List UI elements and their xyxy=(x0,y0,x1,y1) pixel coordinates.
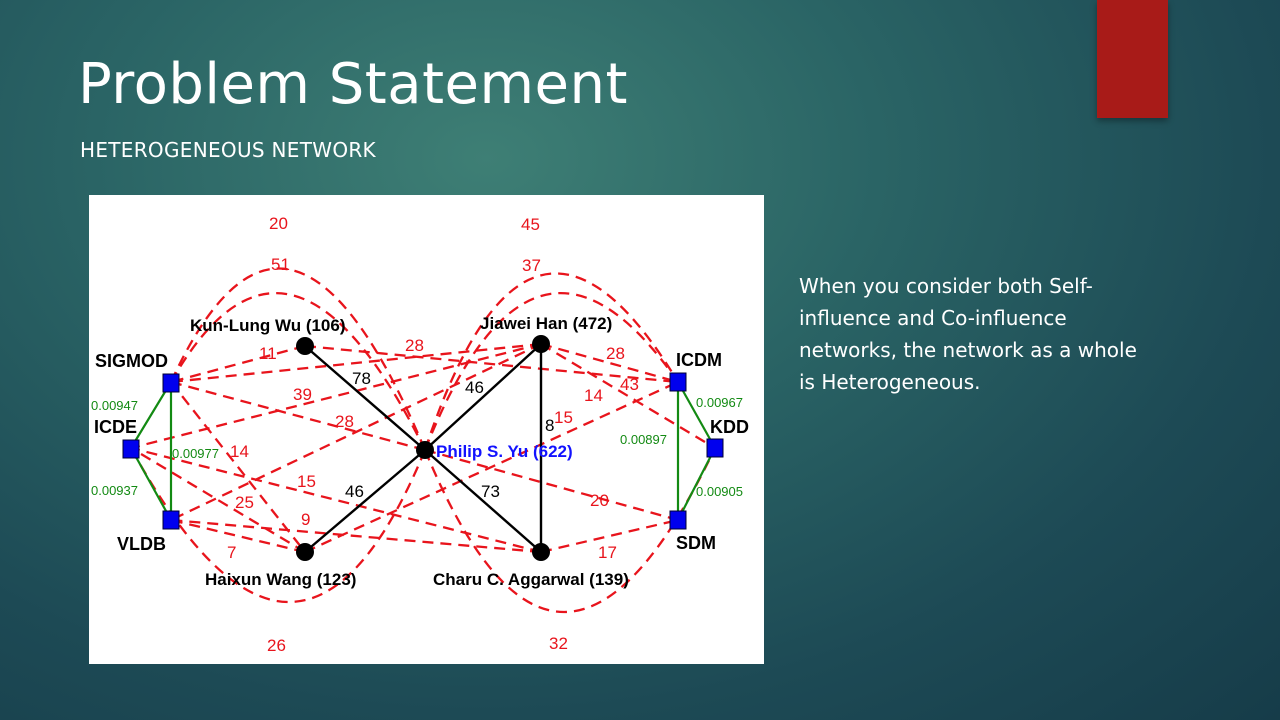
author-label-jiawei: Jiawei Han (472) xyxy=(480,314,612,333)
author-node-philip xyxy=(416,441,434,459)
author-edge-philip-charu xyxy=(424,449,542,553)
venue-node-icde xyxy=(122,439,140,459)
influence-edge xyxy=(540,518,679,554)
influence-weight: 39 xyxy=(293,385,312,404)
venue-edge-weight: 0.00897 xyxy=(620,432,667,447)
venue-label-icdm: ICDM xyxy=(676,350,722,370)
influence-weight: 7 xyxy=(227,543,236,562)
venue-label-sigmod: SIGMOD xyxy=(95,351,168,371)
author-label-kunlung: Kun-Lung Wu (106) xyxy=(190,316,346,335)
influence-edge xyxy=(423,272,679,451)
influence-edge xyxy=(170,342,542,384)
influence-weight: 14 xyxy=(584,386,603,405)
venue-edges xyxy=(130,381,716,521)
venue-edge-weight: 0.00967 xyxy=(696,395,743,410)
influence-edge xyxy=(424,448,679,522)
influence-weight: 43 xyxy=(620,375,639,394)
influence-weight: 51 xyxy=(271,255,290,274)
slide-title: Problem Statement xyxy=(78,52,628,117)
author-node-kunlung xyxy=(296,337,314,355)
venue-edge-icdm-kdd xyxy=(677,381,716,449)
influence-edge xyxy=(170,380,426,452)
venue-edge-icde-vldb xyxy=(130,447,172,521)
influence-edge xyxy=(540,342,679,384)
venue-edge-sigmod-icde xyxy=(130,381,172,449)
slide-body-text: When you consider both Self-influence an… xyxy=(799,274,1137,394)
influence-edge xyxy=(304,380,679,554)
venue-node-icdm xyxy=(669,372,687,392)
venue-label-sdm: SDM xyxy=(676,533,716,553)
slide-subtitle: HETEROGENEOUS NETWORK xyxy=(80,138,376,162)
author-edge-weight: 46 xyxy=(465,378,484,397)
author-edge-kunlung-philip xyxy=(304,345,426,451)
author-node-haixun xyxy=(296,543,314,561)
venue-edge-weight: 0.00977 xyxy=(172,446,219,461)
influence-weight: 17 xyxy=(598,543,617,562)
author-node-jiawei xyxy=(532,335,550,353)
influence-edge xyxy=(130,446,542,554)
venue-nodes xyxy=(122,372,724,530)
venue-node-vldb xyxy=(162,510,180,530)
influence-weight: 15 xyxy=(297,472,316,491)
influence-edges xyxy=(129,267,717,614)
influence-edge xyxy=(170,342,542,522)
author-edge-weight: 46 xyxy=(345,482,364,501)
influence-weight: 14 xyxy=(230,442,249,461)
venue-edge-weight: 0.00905 xyxy=(696,484,743,499)
author-label-haixun: Haixun Wang (123) xyxy=(205,570,356,589)
influence-weight: 28 xyxy=(606,344,625,363)
influence-edge xyxy=(130,342,542,450)
influence-edge xyxy=(304,344,679,384)
venue-label-vldb: VLDB xyxy=(117,534,166,554)
venue-edge-weight: 0.00937 xyxy=(91,483,138,498)
influence-edge xyxy=(540,343,716,449)
influence-weight: 37 xyxy=(522,256,541,275)
influence-edge xyxy=(130,447,306,553)
network-figure: Kun-Lung Wu (106) Jiawei Han (472) Phili… xyxy=(89,195,764,664)
author-edge-weight: 8 xyxy=(545,416,554,435)
influence-weight: 25 xyxy=(235,493,254,512)
influence-weight: 32 xyxy=(549,634,568,653)
venue-node-sdm xyxy=(669,510,687,530)
author-edge-weight: 78 xyxy=(352,369,371,388)
author-edge-weight: 73 xyxy=(481,482,500,501)
influence-weight: 26 xyxy=(267,636,286,655)
network-diagram: Kun-Lung Wu (106) Jiawei Han (472) Phili… xyxy=(91,214,749,655)
influence-edge xyxy=(129,447,427,604)
influence-weight: 20 xyxy=(590,491,609,510)
influence-edge xyxy=(170,344,306,384)
venue-edge-weight: 0.00947 xyxy=(91,398,138,413)
author-label-charu: Charu C. Aggarwal (139) xyxy=(433,570,629,589)
influence-edge xyxy=(170,518,542,554)
accent-bar xyxy=(1097,0,1168,118)
author-edge-jiawei-philip xyxy=(424,343,542,451)
influence-weight: 28 xyxy=(405,336,424,355)
influence-weight: 11 xyxy=(259,344,277,363)
influence-weight: 28 xyxy=(335,412,354,431)
author-edges xyxy=(304,343,543,553)
venue-label-kdd: KDD xyxy=(710,417,749,437)
influence-edge xyxy=(170,381,306,553)
venue-node-kdd xyxy=(706,438,724,458)
venue-label-icde: ICDE xyxy=(94,417,137,437)
influence-weight: 45 xyxy=(521,215,540,234)
venue-node-sigmod xyxy=(162,373,180,393)
influence-edge xyxy=(170,518,306,554)
venue-edge-kdd-sdm xyxy=(677,447,716,521)
influence-weight: 9 xyxy=(301,510,310,529)
author-edge-philip-haixun xyxy=(304,449,426,553)
author-node-charu xyxy=(532,543,550,561)
influence-edge xyxy=(170,292,427,451)
author-nodes xyxy=(296,335,550,561)
author-label-philip: Philip S. Yu (622) xyxy=(436,442,573,461)
influence-weight: 20 xyxy=(269,214,288,233)
influence-weight: 15 xyxy=(554,408,573,427)
